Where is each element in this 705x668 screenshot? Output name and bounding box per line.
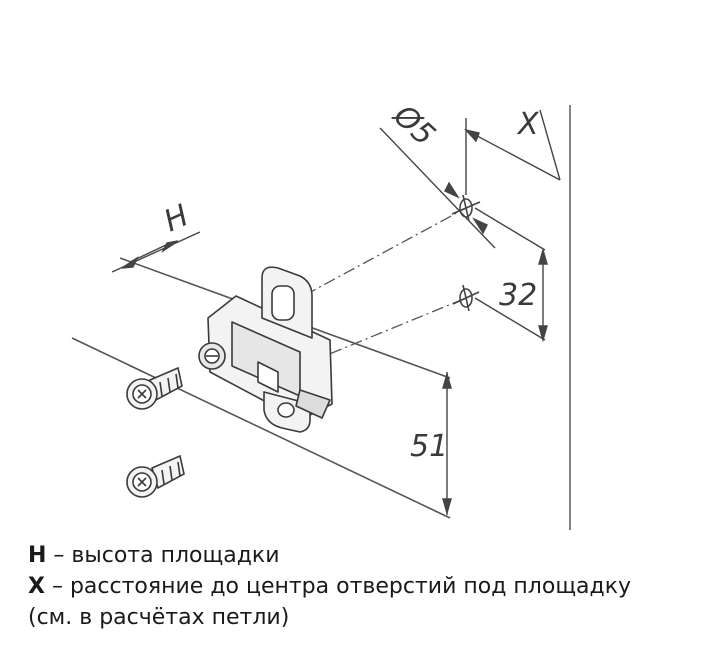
diameter-leader [379,127,496,249]
x-dimension-lines [463,109,561,195]
legend-text-h: – высота площадки [46,543,280,568]
lower-hole-marker [452,284,480,312]
spacing-dimension-lines [474,207,548,343]
diameter-label: Ø5 [385,97,442,153]
spacing-dimension-label: 32 [499,278,537,313]
legend-key-h: H [28,543,47,568]
h-dimension-lines [111,231,201,273]
hole-centerlines [304,207,467,363]
h-dimension-label: H [159,198,194,239]
mounting-plate [198,266,333,433]
screw-lower [126,454,185,498]
height-dimension-label: 51 [410,429,448,464]
legend: H – высота площадки X – расстояние до це… [28,540,698,633]
mounting-plate-diagram: Ø5 X 32 H 51 [71,97,571,530]
x-dimension-label: X [516,107,540,142]
legend-line-x: X – расстояние до центра отверстий под п… [28,571,698,602]
screw-upper [126,366,183,410]
legend-note-text: (см. в расчётах петли) [28,605,290,630]
legend-line-h: H – высота площадки [28,540,698,571]
legend-line-note: (см. в расчётах петли) [28,602,698,633]
legend-text-x: – расстояние до центра отверстий под пло… [44,574,632,599]
legend-key-x: X [28,574,45,599]
height-dimension-lines [442,371,452,516]
